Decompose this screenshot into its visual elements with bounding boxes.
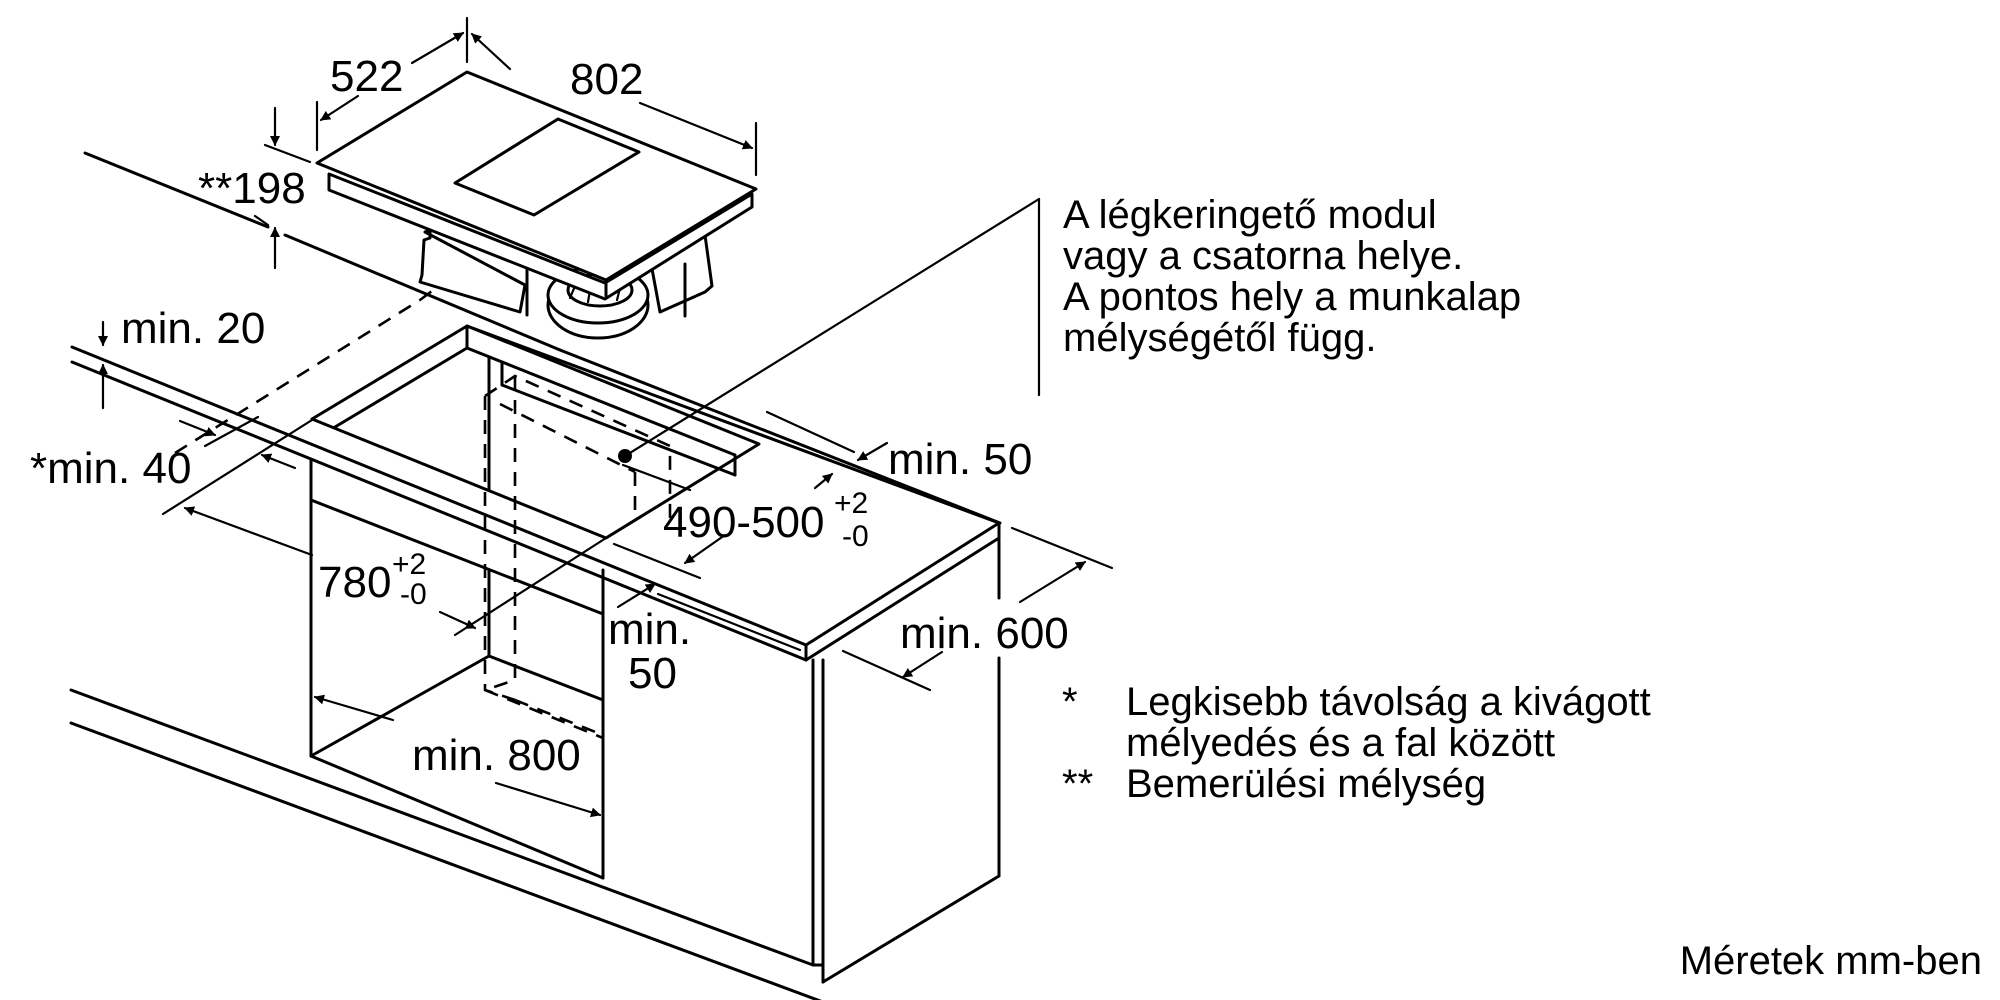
dimension-lines [98, 16, 1114, 818]
legend-text: Bemerülési mélység [1126, 762, 1487, 806]
dim-cutout-width-tol-plus: +2 [392, 548, 426, 581]
dim-min-20: min. 20 [121, 304, 265, 353]
dim-min-600: min. 600 [900, 609, 1069, 658]
legend-text: mélyedés és a fal között [1126, 721, 1556, 765]
legend-text: Legkisebb távolság a kivágott [1126, 680, 1651, 724]
worktop [70, 324, 1001, 662]
dim-hob-depth: 522 [330, 52, 403, 101]
dim-cutout-depth-tol-plus: +2 [834, 487, 868, 520]
callout-line: A légkeringető modul [1063, 193, 1437, 237]
callout-note: A légkeringető modul vagy a csatorna hel… [1063, 195, 1521, 359]
legend-item-installation-depth: ** Bemerülési mélység [1062, 764, 1651, 805]
footnote-legend: * Legkisebb távolság a kivágott mélyedés… [1062, 682, 1651, 805]
dim-min-40: *min. 40 [30, 444, 191, 493]
dim-min-50-front-line2: 50 [628, 649, 677, 698]
callout-line: mélységétől függ. [1063, 316, 1377, 360]
legend-item-min-distance: * Legkisebb távolság a kivágott mélyedés… [1062, 682, 1651, 764]
back-wall-lines [83, 151, 1002, 525]
cooktop [315, 70, 758, 340]
dim-min-50-front-line1: min. [608, 605, 691, 654]
dim-cutout-depth: 490-500 [663, 498, 824, 547]
dim-hob-width: 802 [570, 55, 643, 104]
callout-line: vagy a csatorna helye. [1063, 234, 1464, 278]
dim-min-50-back: min. 50 [888, 435, 1032, 484]
base-cabinet [69, 458, 1001, 1000]
dim-cutout-width-tol-minus: -0 [400, 578, 427, 611]
legend-mark: ** [1062, 762, 1094, 806]
legend-mark: * [1062, 680, 1078, 724]
dim-cutout-width: 780 [318, 558, 391, 607]
worktop-cutout [310, 324, 761, 540]
dim-cutout-depth-tol-minus: -0 [842, 520, 869, 553]
dim-installation-depth: **198 [198, 164, 306, 213]
callout-line: A pontos hely a munkalap [1063, 275, 1522, 319]
dim-min-800: min. 800 [412, 731, 581, 780]
callout-leader [618, 197, 1041, 463]
units-note: Méretek mm-ben [1679, 939, 1982, 983]
module-location-dot [618, 449, 632, 463]
